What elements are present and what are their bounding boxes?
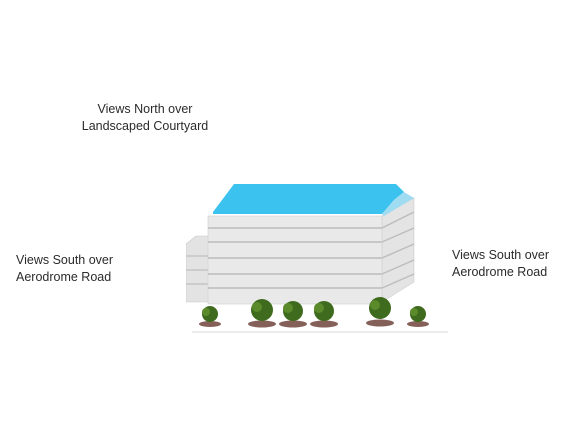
tree bbox=[279, 301, 307, 328]
tree bbox=[366, 297, 394, 327]
label-views-north: Views North over Landscaped Courtyard bbox=[70, 101, 220, 135]
building-roof-edge bbox=[382, 192, 414, 216]
tree bbox=[310, 301, 338, 328]
label-views-south-left: Views South over Aerodrome Road bbox=[2, 252, 156, 286]
building-illustration bbox=[186, 184, 448, 333]
label-views-south-right-line2: Aerodrome Road bbox=[452, 265, 548, 279]
building-roof bbox=[213, 184, 404, 214]
label-views-south-left-line2: Aerodrome Road bbox=[16, 270, 112, 284]
tree bbox=[248, 299, 276, 328]
label-views-south-right: Views South over Aerodrome Road bbox=[452, 247, 582, 281]
building-main-facade bbox=[207, 215, 385, 305]
label-views-south-right-line1: Views South over bbox=[452, 248, 550, 262]
label-views-north-line2: Landscaped Courtyard bbox=[81, 119, 209, 133]
label-views-north-line1: Views North over bbox=[97, 102, 193, 116]
tree bbox=[199, 306, 221, 327]
tree bbox=[407, 306, 429, 327]
building-right-wing bbox=[381, 197, 415, 303]
label-views-south-left-line1: Views South over bbox=[16, 253, 114, 267]
